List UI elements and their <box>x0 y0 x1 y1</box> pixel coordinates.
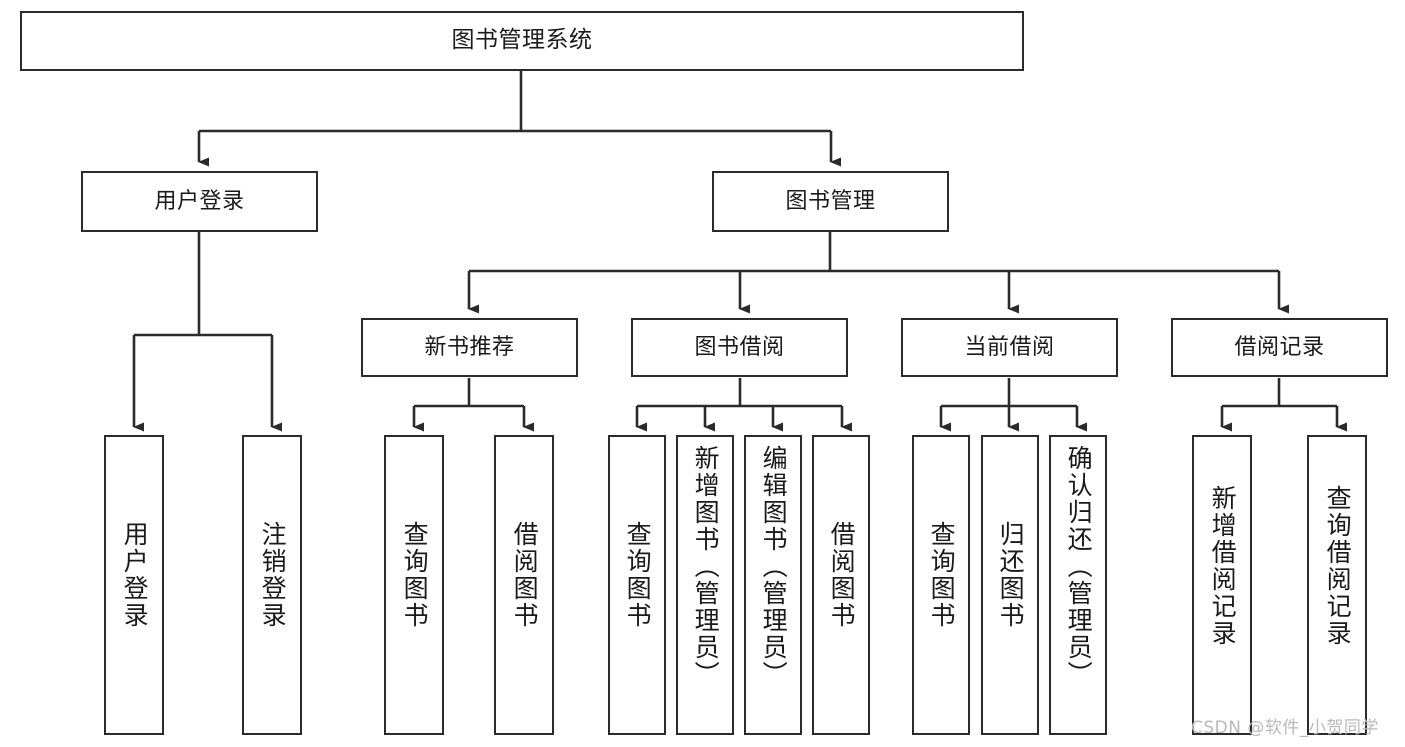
node-label: 新增图书（管理员） <box>691 445 721 688</box>
node-label: 图书管理 <box>785 188 876 214</box>
leaf-confirm-return-admin[interactable]: 确认归还（管理员） <box>1049 435 1107 735</box>
node-label: 用户登录 <box>120 521 150 629</box>
leaf-user-login[interactable]: 用户登录 <box>104 435 164 735</box>
leaf-return-book[interactable]: 归还图书 <box>981 435 1039 735</box>
node-label: 图书管理系统 <box>451 27 593 54</box>
node-label: 归还图书 <box>996 521 1026 629</box>
node-label: 借阅图书 <box>827 521 857 629</box>
node-label: 当前借阅 <box>964 334 1055 360</box>
node-borrow-record[interactable]: 借阅记录 <box>1171 318 1388 377</box>
leaf-query-book-borrow[interactable]: 查询图书 <box>608 435 666 735</box>
node-label: 查询图书 <box>400 521 430 629</box>
node-new-book-recommend[interactable]: 新书推荐 <box>361 318 578 377</box>
node-label: 新书推荐 <box>424 334 515 360</box>
node-book-management[interactable]: 图书管理 <box>712 171 949 232</box>
node-user-login[interactable]: 用户登录 <box>81 171 318 232</box>
node-label: 确认归还（管理员） <box>1064 445 1094 688</box>
node-label: 借阅记录 <box>1234 334 1325 360</box>
node-root-book-management-system[interactable]: 图书管理系统 <box>20 11 1024 71</box>
leaf-query-book-current[interactable]: 查询图书 <box>912 435 970 735</box>
node-label: 用户登录 <box>154 188 245 214</box>
leaf-edit-book-admin[interactable]: 编辑图书（管理员） <box>744 435 802 735</box>
node-label: 借阅图书 <box>510 521 540 629</box>
csdn-watermark: CSDN @软件_小贺同学 <box>1191 718 1379 738</box>
node-label: 注销登录 <box>258 521 288 629</box>
node-label: 查询图书 <box>927 521 957 629</box>
node-label: 新增借阅记录 <box>1208 485 1238 647</box>
node-label: 查询图书 <box>623 521 653 629</box>
leaf-query-book-recommend[interactable]: 查询图书 <box>384 435 444 735</box>
node-label: 查询借阅记录 <box>1323 485 1353 647</box>
leaf-logout-login[interactable]: 注销登录 <box>242 435 302 735</box>
leaf-borrow-book-borrow[interactable]: 借阅图书 <box>812 435 870 735</box>
leaf-query-borrow-record[interactable]: 查询借阅记录 <box>1307 435 1367 735</box>
leaf-add-borrow-record[interactable]: 新增借阅记录 <box>1192 435 1252 735</box>
leaf-add-book-admin[interactable]: 新增图书（管理员） <box>676 435 734 735</box>
node-book-borrow[interactable]: 图书借阅 <box>631 318 848 377</box>
node-label: 图书借阅 <box>694 334 785 360</box>
node-label: 编辑图书（管理员） <box>759 445 789 688</box>
leaf-borrow-book-recommend[interactable]: 借阅图书 <box>494 435 554 735</box>
node-current-borrow[interactable]: 当前借阅 <box>901 318 1118 377</box>
